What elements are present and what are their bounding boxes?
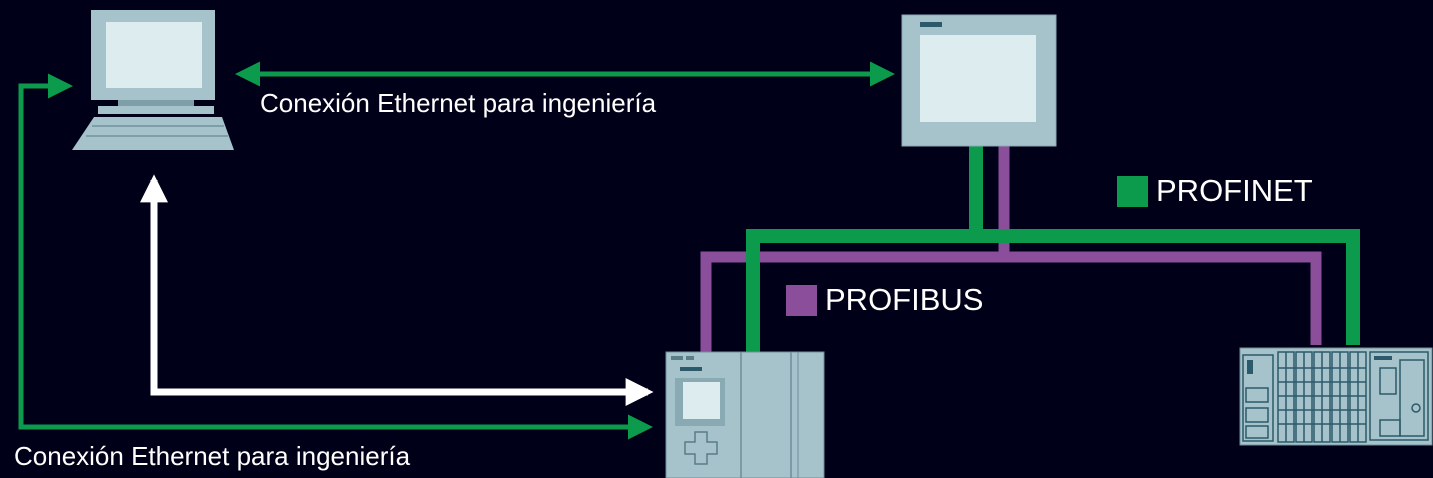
legend-profibus: PROFIBUS xyxy=(786,282,983,318)
ethernet-label-top: Conexión Ethernet para ingeniería xyxy=(260,88,657,118)
legend-profinet-label: PROFINET xyxy=(1156,173,1313,208)
legend-profinet: PROFINET xyxy=(1117,173,1313,209)
profinet-swatch xyxy=(1117,175,1148,207)
profibus-swatch xyxy=(786,284,817,316)
legend-profibus-label: PROFIBUS xyxy=(825,282,984,317)
ethernet-pc-plc-green-arrow xyxy=(18,73,653,440)
profinet-line xyxy=(746,145,1360,355)
ethernet-label-bottom: Conexión Ethernet para ingeniería xyxy=(14,441,411,471)
plc-cpu-icon xyxy=(665,351,825,478)
pc-icon xyxy=(72,10,234,150)
ethernet-pc-plc-white-arrow xyxy=(140,174,654,406)
distributed-io-icon xyxy=(1239,347,1433,446)
hmi-panel-icon xyxy=(901,14,1057,147)
